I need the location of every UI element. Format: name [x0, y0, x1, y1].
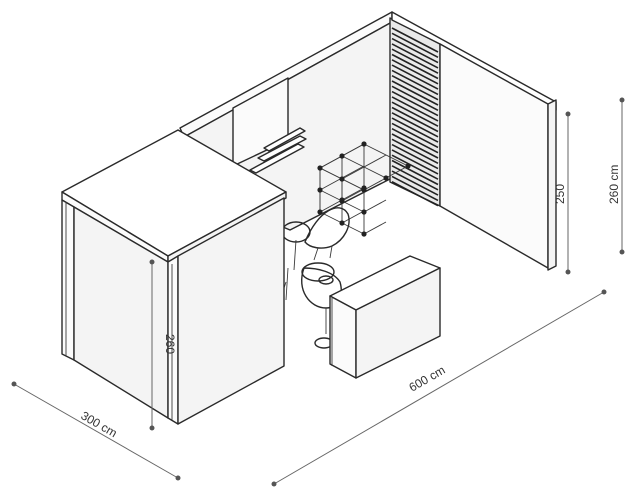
slat: [391, 80, 439, 106]
slat: [391, 106, 439, 133]
width-label: 600 cm: [407, 363, 448, 395]
slat: [391, 74, 439, 101]
slat: [391, 64, 439, 90]
slat: [391, 37, 439, 64]
dimension-height-total: 260 cm: [607, 97, 625, 255]
cube-shelf-node: [339, 220, 345, 226]
slat: [391, 149, 439, 175]
cube-shelf-node: [339, 153, 345, 159]
slat: [391, 59, 439, 85]
slat: [391, 165, 439, 191]
cube-shelf-edge: [341, 210, 365, 224]
cube-shelf-edge: [341, 188, 365, 202]
slat: [391, 143, 439, 170]
wall-shelves: [249, 127, 307, 178]
slat: [391, 96, 439, 122]
cube-shelf: [317, 141, 411, 237]
slat: [391, 138, 439, 165]
slat: [391, 175, 439, 202]
cube-shelf-node: [317, 187, 323, 193]
cube-shelf-edge: [363, 221, 387, 235]
slat: [391, 122, 439, 149]
slat: [391, 101, 439, 127]
reception-counter: [329, 255, 441, 379]
slat: [391, 154, 439, 180]
cube-shelf-node: [383, 175, 389, 181]
cube-shelf-edge: [363, 199, 387, 213]
cube-shelf-node: [339, 176, 345, 182]
right-wall: [391, 11, 557, 271]
slat: [391, 127, 439, 154]
slat: [391, 170, 439, 196]
column-height-label: 260: [163, 334, 177, 354]
cube-shelf-node: [361, 185, 367, 191]
slat: [391, 117, 439, 143]
cube-shelf-node: [317, 209, 323, 215]
cube-shelf-node: [339, 197, 345, 203]
cube-shelf-node: [317, 165, 323, 171]
slat: [391, 180, 439, 207]
slat: [391, 133, 439, 159]
front-column-header: [61, 129, 287, 425]
slat: [391, 43, 439, 69]
cube-shelf-node: [361, 209, 367, 215]
slat: [391, 27, 439, 53]
slat: [391, 85, 439, 112]
slat: [391, 112, 439, 138]
cube-shelf-node: [361, 141, 367, 147]
cube-shelf-node: [405, 163, 411, 169]
cube-shelf-node: [361, 231, 367, 237]
slat: [391, 32, 439, 59]
cube-shelf-edge: [363, 143, 409, 167]
slat: [391, 90, 439, 117]
dimension-wall-height: 250: [553, 111, 571, 275]
slat: [391, 48, 439, 74]
wall-height-label: 250: [553, 184, 567, 204]
slat: [391, 69, 439, 96]
height-total-label: 260 cm: [607, 165, 621, 204]
slat: [391, 53, 439, 80]
dimension-column-height: 260: [149, 259, 177, 431]
slat: [391, 159, 439, 186]
slatted-wall-panel: [389, 17, 441, 207]
